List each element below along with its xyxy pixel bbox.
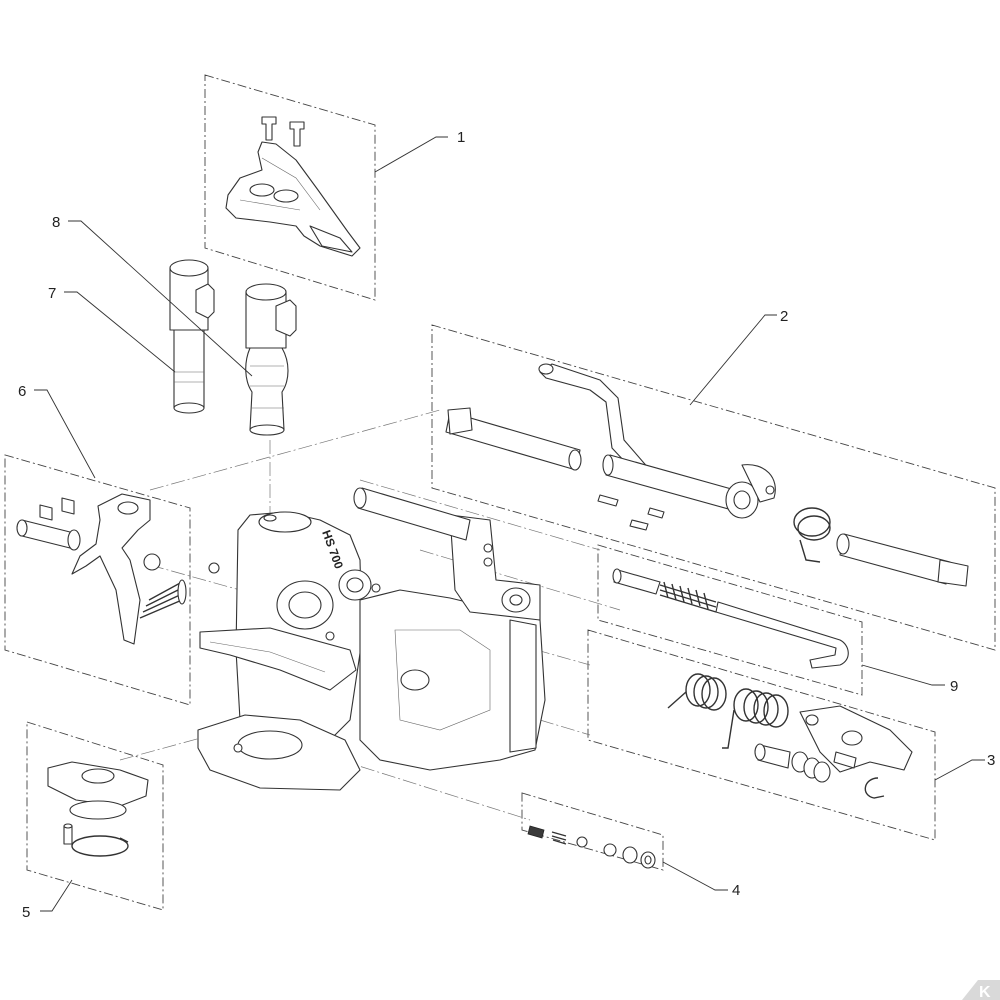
part-9-spring-rod [612,568,849,669]
callout-9: 9 [950,678,958,695]
part-4-fitting-set [527,825,656,869]
callout-8: 8 [52,214,60,231]
leader-2 [689,314,777,406]
callout-6: 6 [18,383,26,400]
group-frame-4 [521,792,664,871]
group-frame-9 [597,544,863,696]
callout-3: 3 [987,752,995,769]
part-5-cover-and-circlip [47,761,149,857]
part-7-coupling-pin [169,259,215,414]
leader-9 [861,664,945,686]
callout-2: 2 [780,308,788,325]
part-3-springs-and-lever [667,673,913,799]
group-frame-3 [587,629,936,841]
leader-4 [662,861,728,891]
leader-3 [934,759,985,781]
brand-mark: K [979,984,991,1000]
part-1-hook-jaw [225,116,361,257]
callout-5: 5 [22,904,30,921]
part-8-waisted-pin [245,283,297,436]
part-2-shaft-and-handle [445,363,969,587]
brand-logo: K [962,980,1000,1000]
callout-1: 1 [457,129,465,146]
part-6-locking-lever [16,493,187,645]
leader-1 [374,136,448,173]
leader-7 [64,291,176,373]
callout-4: 4 [732,882,740,899]
main-housing: HS 700 [197,487,546,791]
group-frame-6 [4,454,191,706]
leader-6 [34,389,96,479]
brand-badge [962,980,1000,1000]
group-frame-2 [431,324,996,651]
group-frame-1 [204,74,376,301]
leader-5 [40,879,73,912]
group-frame-5 [26,721,164,911]
callout-7: 7 [48,285,56,302]
leader-8 [68,220,253,377]
